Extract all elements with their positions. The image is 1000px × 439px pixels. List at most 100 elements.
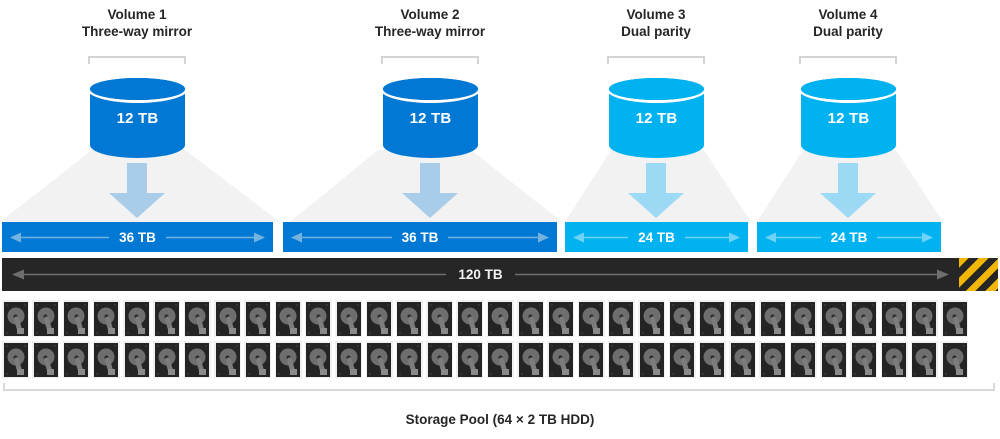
hdd-icon[interactable] (547, 341, 575, 378)
hdd-screw (429, 344, 432, 347)
hdd-icon[interactable] (304, 300, 332, 337)
hdd-icon[interactable] (153, 300, 181, 337)
hdd-actuator-base-icon (47, 368, 55, 375)
hdd-case (488, 342, 513, 377)
hdd-icon[interactable] (577, 300, 605, 337)
hdd-icon[interactable] (62, 300, 90, 337)
hdd-screw (884, 331, 887, 334)
hdd-screw (338, 303, 341, 306)
hdd-icon[interactable] (274, 300, 302, 337)
hdd-icon[interactable] (123, 341, 151, 378)
cylinder-body-1 (90, 89, 185, 158)
hdd-actuator-base-icon (925, 368, 933, 375)
hdd-icon[interactable] (759, 300, 787, 337)
hdd-icon[interactable] (92, 300, 120, 337)
hdd-icon[interactable] (880, 341, 908, 378)
volume-footprint-bar-3[interactable]: 24 TB (565, 222, 748, 252)
hdd-icon[interactable] (365, 300, 393, 337)
hdd-screw (84, 303, 87, 306)
hdd-icon[interactable] (698, 341, 726, 378)
volume-cylinder-4[interactable]: 12 TB (801, 78, 896, 158)
hdd-icon[interactable] (698, 300, 726, 337)
hdd-case (124, 301, 149, 336)
hdd-icon[interactable] (123, 300, 151, 337)
volume-resiliency-4: Dual parity (813, 24, 883, 39)
hdd-icon[interactable] (729, 341, 757, 378)
hdd-icon[interactable] (214, 341, 242, 378)
hdd-screw (96, 331, 99, 334)
hdd-actuator-base-icon (471, 327, 479, 334)
hdd-icon[interactable] (910, 300, 938, 337)
hdd-icon[interactable] (183, 300, 211, 337)
hdd-icon[interactable] (789, 341, 817, 378)
volume-footprint-bar-2[interactable]: 36 TB (283, 222, 557, 252)
hdd-icon[interactable] (668, 300, 696, 337)
hdd-icon[interactable] (2, 341, 29, 378)
hdd-screw (732, 303, 735, 306)
hdd-actuator-base-icon (168, 327, 176, 334)
hdd-icon[interactable] (395, 341, 423, 378)
hdd-icon[interactable] (304, 341, 332, 378)
hdd-icon[interactable] (850, 300, 878, 337)
hdd-icon[interactable] (517, 341, 545, 378)
hdd-icon[interactable] (456, 341, 484, 378)
hdd-icon[interactable] (32, 341, 60, 378)
volume-header-4: Volume 4 Dual parity (758, 6, 938, 40)
hdd-actuator-base-icon (622, 327, 630, 334)
hdd-icon[interactable] (244, 341, 272, 378)
hdd-icon[interactable] (517, 300, 545, 337)
hdd-icon[interactable] (850, 341, 878, 378)
hdd-screw (702, 331, 705, 334)
hdd-icon[interactable] (486, 341, 514, 378)
hdd-case (821, 301, 846, 336)
hdd-icon[interactable] (820, 341, 848, 378)
hdd-icon[interactable] (820, 300, 848, 337)
hdd-icon[interactable] (577, 341, 605, 378)
hdd-icon[interactable] (274, 341, 302, 378)
hdd-screw (732, 372, 735, 375)
hdd-icon[interactable] (335, 341, 363, 378)
hdd-screw (550, 331, 553, 334)
hdd-icon[interactable] (880, 300, 908, 337)
hdd-actuator-base-icon (592, 368, 600, 375)
hdd-screw (538, 303, 541, 306)
volume-footprint-bar-1[interactable]: 36 TB (2, 222, 273, 252)
hdd-icon[interactable] (486, 300, 514, 337)
hdd-screw (205, 303, 208, 306)
hdd-icon[interactable] (638, 300, 666, 337)
hdd-icon[interactable] (547, 300, 575, 337)
hdd-icon[interactable] (183, 341, 211, 378)
hdd-icon[interactable] (335, 300, 363, 337)
volume-resiliency-2: Three-way mirror (374, 24, 486, 39)
hdd-icon[interactable] (153, 341, 181, 378)
hdd-icon[interactable] (668, 341, 696, 378)
hdd-icon[interactable] (941, 300, 969, 337)
volume-cylinder-2[interactable]: 12 TB (383, 78, 478, 158)
hdd-icon[interactable] (607, 341, 635, 378)
volume-footprint-bar-4[interactable]: 24 TB (757, 222, 941, 252)
hdd-icon[interactable] (426, 300, 454, 337)
hdd-icon[interactable] (607, 300, 635, 337)
hdd-icon[interactable] (426, 341, 454, 378)
hdd-screw (944, 372, 947, 375)
hdd-case (700, 342, 725, 377)
hdd-icon[interactable] (2, 300, 29, 337)
hdd-icon[interactable] (638, 341, 666, 378)
volume-cylinder-1[interactable]: 12 TB (90, 78, 185, 158)
volume-cylinder-3[interactable]: 12 TB (609, 78, 704, 158)
hdd-actuator-base-icon (289, 327, 297, 334)
hdd-icon[interactable] (62, 341, 90, 378)
hdd-icon[interactable] (789, 300, 817, 337)
hdd-icon[interactable] (395, 300, 423, 337)
hdd-icon[interactable] (456, 300, 484, 337)
hdd-icon[interactable] (244, 300, 272, 337)
hdd-icon[interactable] (214, 300, 242, 337)
hdd-icon[interactable] (910, 341, 938, 378)
hdd-icon[interactable] (729, 300, 757, 337)
hdd-icon[interactable] (365, 341, 393, 378)
hdd-icon[interactable] (92, 341, 120, 378)
pool-total-bar[interactable]: 120 TB (2, 258, 959, 291)
hdd-icon[interactable] (759, 341, 787, 378)
hdd-icon[interactable] (32, 300, 60, 337)
hdd-icon[interactable] (941, 341, 969, 378)
